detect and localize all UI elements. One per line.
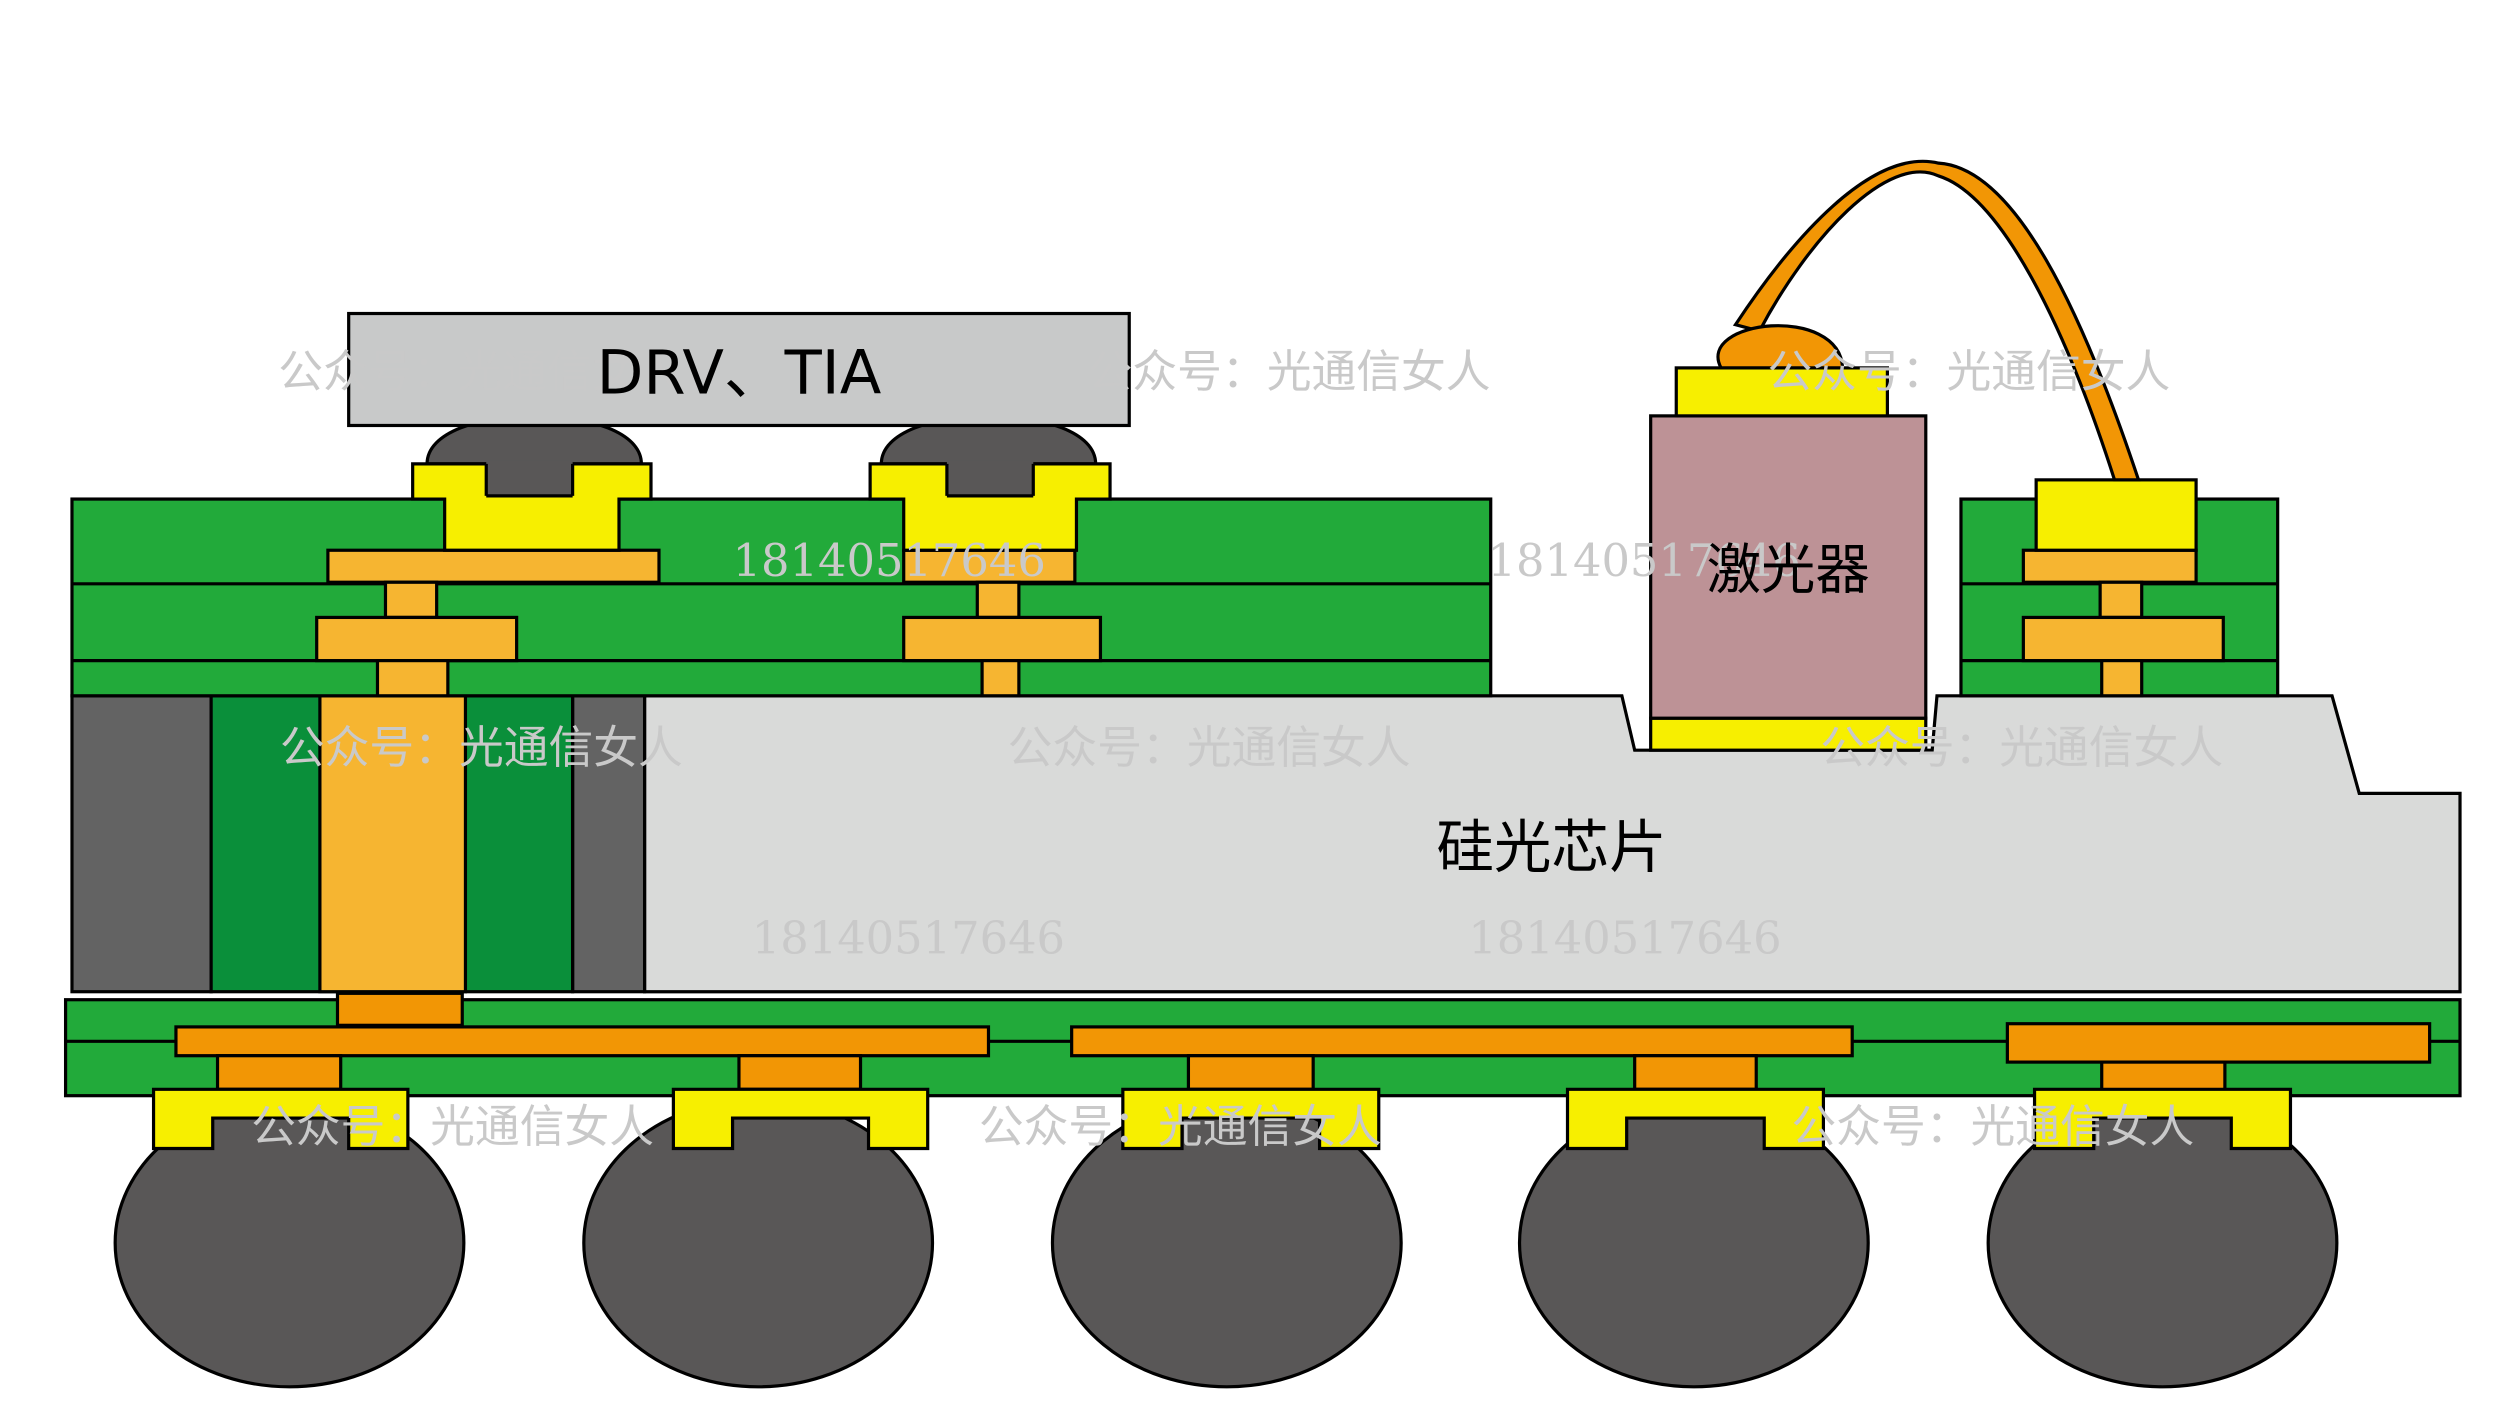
rdl-trace <box>2021 615 2225 663</box>
through-silicon-via <box>318 694 468 994</box>
bga-ball <box>1050 1087 1403 1389</box>
substrate-via <box>215 1054 343 1091</box>
watermark-text: 公众号：光通信女人 <box>280 721 683 774</box>
redistribution-layers-right <box>1959 478 2280 698</box>
wire-ball-bond <box>1716 324 1845 370</box>
watermark-text: 公众号：光通信女人 <box>1008 721 1411 774</box>
redistribution-layers-left <box>70 497 1493 698</box>
tsv-region <box>70 694 647 994</box>
laser-assembly <box>1649 159 2141 752</box>
watermark-text: 公众号：光通信女人 <box>1767 345 2170 398</box>
driver-tia-chip-assembly <box>347 311 1131 552</box>
substrate-via <box>1633 1054 1758 1091</box>
substrate-board <box>63 991 2462 1098</box>
rdl-via <box>2100 659 2144 698</box>
bump-contact <box>486 460 573 496</box>
driver-tia-chip <box>347 311 1131 428</box>
mold-compound <box>571 694 647 994</box>
substrate-via <box>1186 1054 1315 1091</box>
watermark-phone: 18140517646 <box>752 911 1065 964</box>
bga-ball <box>582 1087 935 1389</box>
si-photonic-chip-label: 硅光芯片 <box>1436 814 1666 881</box>
rdl-trace <box>902 615 1103 663</box>
mold-compound <box>70 694 213 994</box>
watermark-layer: 公众号：光通信女人 公众号：光通信女人 公众号：光通信女人 公众号：光通信女人 … <box>251 345 2223 1153</box>
rdl-trace <box>326 548 661 584</box>
watermark-phone: 18140517646 <box>1468 911 1781 964</box>
watermark-text: 公众号：光通信女人 <box>251 1100 654 1153</box>
rdl-via <box>375 659 450 698</box>
rdl-via <box>975 580 1021 620</box>
silicon-photonic-chip <box>642 694 2462 994</box>
driver-tia-label: DRV、TIA <box>597 338 882 408</box>
substrate-trace <box>174 1025 991 1058</box>
wire-bond-pad <box>2034 478 2198 552</box>
rdl-trace <box>315 615 519 663</box>
substrate-trace <box>2005 1022 2432 1064</box>
watermark-text: 公众号：光通信女人 <box>979 1100 1382 1153</box>
laser-bottom-pad <box>1649 716 1928 752</box>
bump-pad <box>411 462 653 552</box>
watermark-text: 公众号：光通信女人 <box>278 345 681 398</box>
laser-top-pad <box>1674 366 1889 418</box>
rdl-via <box>2098 580 2144 620</box>
bond-wire <box>1732 159 2141 482</box>
watermark-phone: 18140517646 <box>733 534 1046 587</box>
substrate-via <box>2100 1060 2227 1095</box>
tsv-landing-pad <box>335 991 464 1027</box>
bump-pad <box>868 462 1112 552</box>
bga-ball <box>113 1087 466 1389</box>
rdl-via <box>980 659 1021 698</box>
watermark-text: 公众号：光通信女人 <box>1791 1100 2194 1153</box>
watermark-phone: 18140517646 <box>1488 534 1801 587</box>
rdl-via <box>383 580 439 620</box>
bga-ball <box>1517 1087 1870 1389</box>
bump-contact <box>946 460 1034 496</box>
bga-ball-array <box>113 1087 2339 1389</box>
watermark-text: 公众号：光通信女人 <box>1088 345 1491 398</box>
watermark-text: 公众号：光通信女人 <box>1820 721 2223 774</box>
substrate-via <box>737 1054 863 1091</box>
laser-label: 激光器 <box>1707 539 1870 602</box>
substrate-trace <box>1070 1025 1854 1058</box>
rdl-trace <box>2021 548 2198 584</box>
laser-die <box>1649 414 1928 720</box>
bga-ball <box>1986 1087 2339 1389</box>
